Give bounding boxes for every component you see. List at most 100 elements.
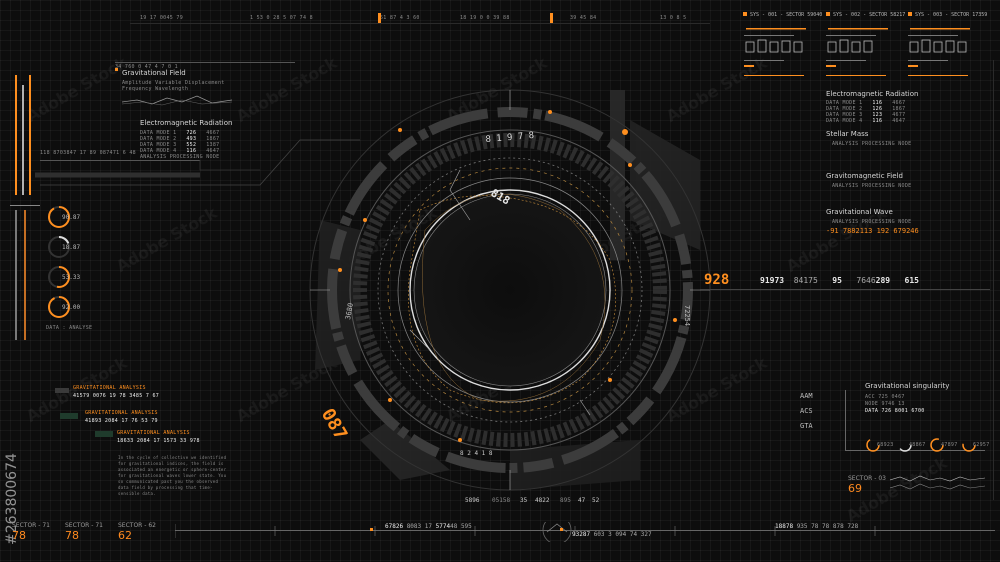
data-rows: DATA MODE 1 726 4667 DATA MODE 2 493 186…: [140, 130, 219, 160]
data-row: DATA MODE 1 116 4667: [826, 100, 906, 106]
gravitomagnetic-sub: ANALYSIS PROCESSING NODE: [832, 183, 912, 189]
gauge-ring: [48, 296, 70, 318]
gauge-stack: 90.87 18.87 53.33 92.00 DATA : ANALYSE: [40, 200, 100, 331]
gauge-value: 90.87: [62, 214, 81, 221]
data-rows: DATA MODE 1 116 4667 DATA MODE 2 126 186…: [826, 100, 905, 124]
sing-row: DATA 726 8001 6700: [865, 408, 925, 414]
sector-box: SECTOR - 03 69: [848, 475, 886, 495]
grav-wave-title: Gravitational Wave: [826, 208, 893, 216]
sing-row: NODE 9746 13: [865, 401, 905, 407]
ring-top-number: 8 1 9 7 8: [485, 131, 534, 145]
level-bar: [29, 75, 31, 195]
system-header: SYS - 003 - SECTOR 17359: [908, 12, 987, 18]
gauge-ring: [48, 206, 70, 228]
ring-bottom-number: 5896: [465, 497, 480, 504]
top-segment: 13 0 8 5: [660, 15, 687, 21]
readout-row: 91973 84175 95 7646289 615: [760, 276, 919, 285]
top-segment: 39 45 84: [570, 15, 597, 21]
singularity-title: Gravitational singularity: [865, 382, 950, 390]
gta-label: GTA: [800, 422, 813, 430]
top-segment: 1 53 0 28 5 07 74 8: [250, 15, 313, 21]
stellar-mass-title: Stellar Mass: [826, 130, 869, 138]
gauge-ring: [48, 236, 70, 258]
singularity-panel: Gravitational singularity AAM ACS GTA AC…: [790, 382, 995, 497]
bottom-readout-2: 93287 603 3 094 74 327: [572, 531, 652, 538]
mini-waves: [890, 475, 985, 490]
gauge-value: 18.87: [62, 244, 81, 251]
bottom-rule: [175, 530, 995, 531]
level-bar: [24, 210, 26, 340]
data-row: DATA MODE 2 493 1867: [140, 136, 220, 142]
sector-box: SECTOR - 71 78: [12, 522, 50, 542]
aam-label: AAM: [800, 392, 813, 400]
readout-value: 7646: [856, 276, 876, 285]
level-bar: [15, 210, 17, 340]
bottom-readout-1: 67826 8083 17 577448 595: [385, 523, 472, 530]
bottom-ticks: [175, 522, 876, 542]
readout-value: 289: [875, 276, 891, 285]
analysis-numbers: 18633 2084 17 1573 33 978: [117, 438, 200, 444]
readout-value: 91973: [760, 276, 785, 285]
grav-wave-sub: ANALYSIS PROCESSING NODE: [832, 219, 912, 225]
small-gauge-value: 48867: [909, 442, 926, 448]
data-row: DATA MODE 3 552 1387: [140, 142, 220, 148]
ring-left-number: 3680: [344, 302, 355, 320]
ring-bottom-number: 895: [560, 497, 571, 504]
analysis-label: GRAVITATIONAL ANALYSIS: [117, 430, 190, 436]
data-row: DATA MODE 1 726 4667: [140, 130, 220, 136]
waveform: [122, 95, 232, 106]
ring-bottom-number: 47: [578, 497, 586, 504]
left-analysis: GRAVITATIONAL ANALYSIS 41579 0076 19 78 …: [55, 385, 215, 485]
right-info-panel: Electromagnetic Radiation DATA MODE 1 11…: [826, 90, 996, 240]
node-label: ANALYSIS PROCESSING NODE: [140, 154, 220, 160]
ring-bottom-number: 05158: [492, 497, 510, 504]
small-gauge-value: 62957: [973, 442, 990, 448]
readout-value: 615: [904, 276, 919, 285]
system-header: SYS - 001 - SECTOR 59040: [743, 12, 822, 18]
gauge-value: 53.33: [62, 274, 81, 281]
ring-bottom-number: 52: [592, 497, 600, 504]
central-hud-ring: 8 1 9 7 8 3680 72254 818 8 2 4 1 8 5896 …: [309, 89, 711, 504]
small-gauges: [866, 438, 976, 452]
data-row: DATA MODE 3 123 4677: [826, 112, 906, 118]
connector-lines: [35, 139, 360, 186]
analysis-label: GRAVITATIONAL ANALYSIS: [73, 385, 146, 391]
line-readout: 118 8703847 17 89 087471 6 48: [40, 150, 136, 156]
sing-row: ACC 725 0467: [865, 394, 905, 400]
bottom-readout-3: 18878 935 78 78 878 728: [775, 523, 859, 530]
readout-value: 84175: [793, 276, 818, 285]
sector-box: SECTOR - 62 62: [118, 522, 156, 542]
top-segment: 19 17 0045 79: [140, 15, 184, 21]
gravitomagnetic-title: Gravitomagnetic Field: [826, 172, 903, 180]
system-header: SYS - 002 - SECTOR 58217: [826, 12, 905, 18]
gauge-footer: DATA : ANALYSE: [46, 325, 93, 331]
system-bars: [744, 28, 970, 76]
top-segment: 18 19 0 0 39 88: [460, 15, 510, 21]
analysis-numbers: 41893 2084 17 76 53 79: [85, 418, 158, 424]
left-info-panel: 34 760 0 47 4 7 0 1 Gravitational Field …: [115, 62, 315, 192]
data-row: DATA MODE 2 126 1867: [826, 106, 906, 112]
data-row: DATA MODE 4 116 4647: [140, 148, 220, 154]
electromagnetic-radiation-title: Electromagnetic Radiation: [140, 119, 233, 127]
acs-label: ACS: [800, 407, 813, 415]
analysis-numbers: 41579 0076 19 78 3485 7 67: [73, 393, 160, 399]
sector-box: SECTOR - 71 78: [65, 522, 103, 542]
data-row: DATA MODE 4 116 4647: [826, 118, 906, 124]
small-gauge-value: 68923: [877, 442, 894, 448]
small-gauge-value: 47897: [941, 442, 958, 448]
level-bar: [15, 75, 17, 195]
readout-value: 95: [832, 276, 842, 285]
analysis-label: GRAVITATIONAL ANALYSIS: [85, 410, 158, 416]
gravitational-field-desc: Amplitude Variable Displacement Frequenc…: [122, 80, 225, 92]
orange-readout: -91 7882113 192 679246: [826, 227, 919, 235]
top-segment: 51 87 4 3 60: [380, 15, 420, 21]
stellar-mass-sub: ANALYSIS PROCESSING NODE: [832, 141, 912, 147]
top-bar: 19 17 0045 79 1 53 0 28 5 07 74 8 51 87 …: [130, 13, 710, 25]
gauge-ring: [48, 266, 70, 288]
ring-bottom-number: 35: [520, 497, 528, 504]
gravitational-field-title: Gravitational Field: [122, 69, 186, 77]
em-radiation-title: Electromagnetic Radiation: [826, 90, 919, 98]
analysis-paragraph: In the cycle of collective we identified…: [118, 455, 227, 496]
gauge-value: 92.00: [62, 304, 81, 311]
level-bar: [22, 85, 24, 195]
